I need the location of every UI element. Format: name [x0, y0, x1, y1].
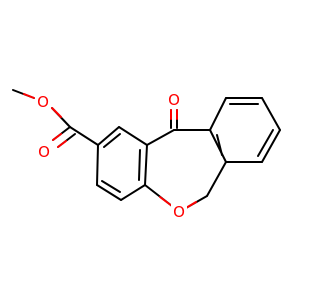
- bond-ring1-a: [97, 126, 120, 146]
- bond-ring1-c-inner: [138, 149, 141, 181]
- bond-ring1-f: [96, 144, 99, 186]
- bond-seg-methoxy-left: [23, 93, 35, 99]
- label-bg-ether: [171, 202, 187, 220]
- label-bg-ketone: [166, 90, 182, 108]
- molecule-diagram: O O O O: [12, 89, 281, 221]
- label-bg-methoxy: [35, 92, 50, 110]
- label-bg-ester-carbonyl: [36, 142, 52, 160]
- bond-ring1-e: [96, 184, 122, 201]
- bond-ring2-f: [209, 129, 227, 163]
- atom-o-ester-methoxy: O: [37, 93, 49, 111]
- bond-ring2-f-inner: [216, 134, 223, 156]
- atom-o-ester-carbonyl: O: [38, 143, 50, 161]
- bond-seg-ether-right: [185, 201, 197, 209]
- bond-ring2-c: [261, 97, 281, 131]
- bond-seg-ester-o-1: [52, 133, 62, 141]
- bond-ring1-b: [118, 126, 148, 146]
- bond-ring1-d: [120, 184, 146, 201]
- bond-ring1-a-inner: [103, 133, 121, 148]
- bond-ring1-c: [144, 144, 148, 186]
- bond-ring1-e-inner: [101, 180, 121, 193]
- bond-ring2-d: [261, 129, 281, 163]
- hetero-bond-segments: [23, 93, 197, 209]
- atom-o-ring-ether: O: [173, 203, 185, 221]
- atom-o-carbonyl: O: [168, 91, 180, 109]
- bond-ring-ketone: [146, 129, 175, 146]
- bond-seg-methoxy-right: [51, 107, 62, 118]
- bond-ring2-ch2: [206, 161, 227, 197]
- bond-ester-ring: [69, 126, 99, 146]
- bond-seg-ether-left: [159, 196, 173, 207]
- bond-ring2-d-inner: [257, 129, 274, 157]
- bond-ring2-a: [209, 97, 227, 131]
- bonds: [12, 89, 281, 209]
- atom-labels: O O O O: [35, 90, 187, 221]
- bond-seg-ester-o-2: [57, 140, 67, 148]
